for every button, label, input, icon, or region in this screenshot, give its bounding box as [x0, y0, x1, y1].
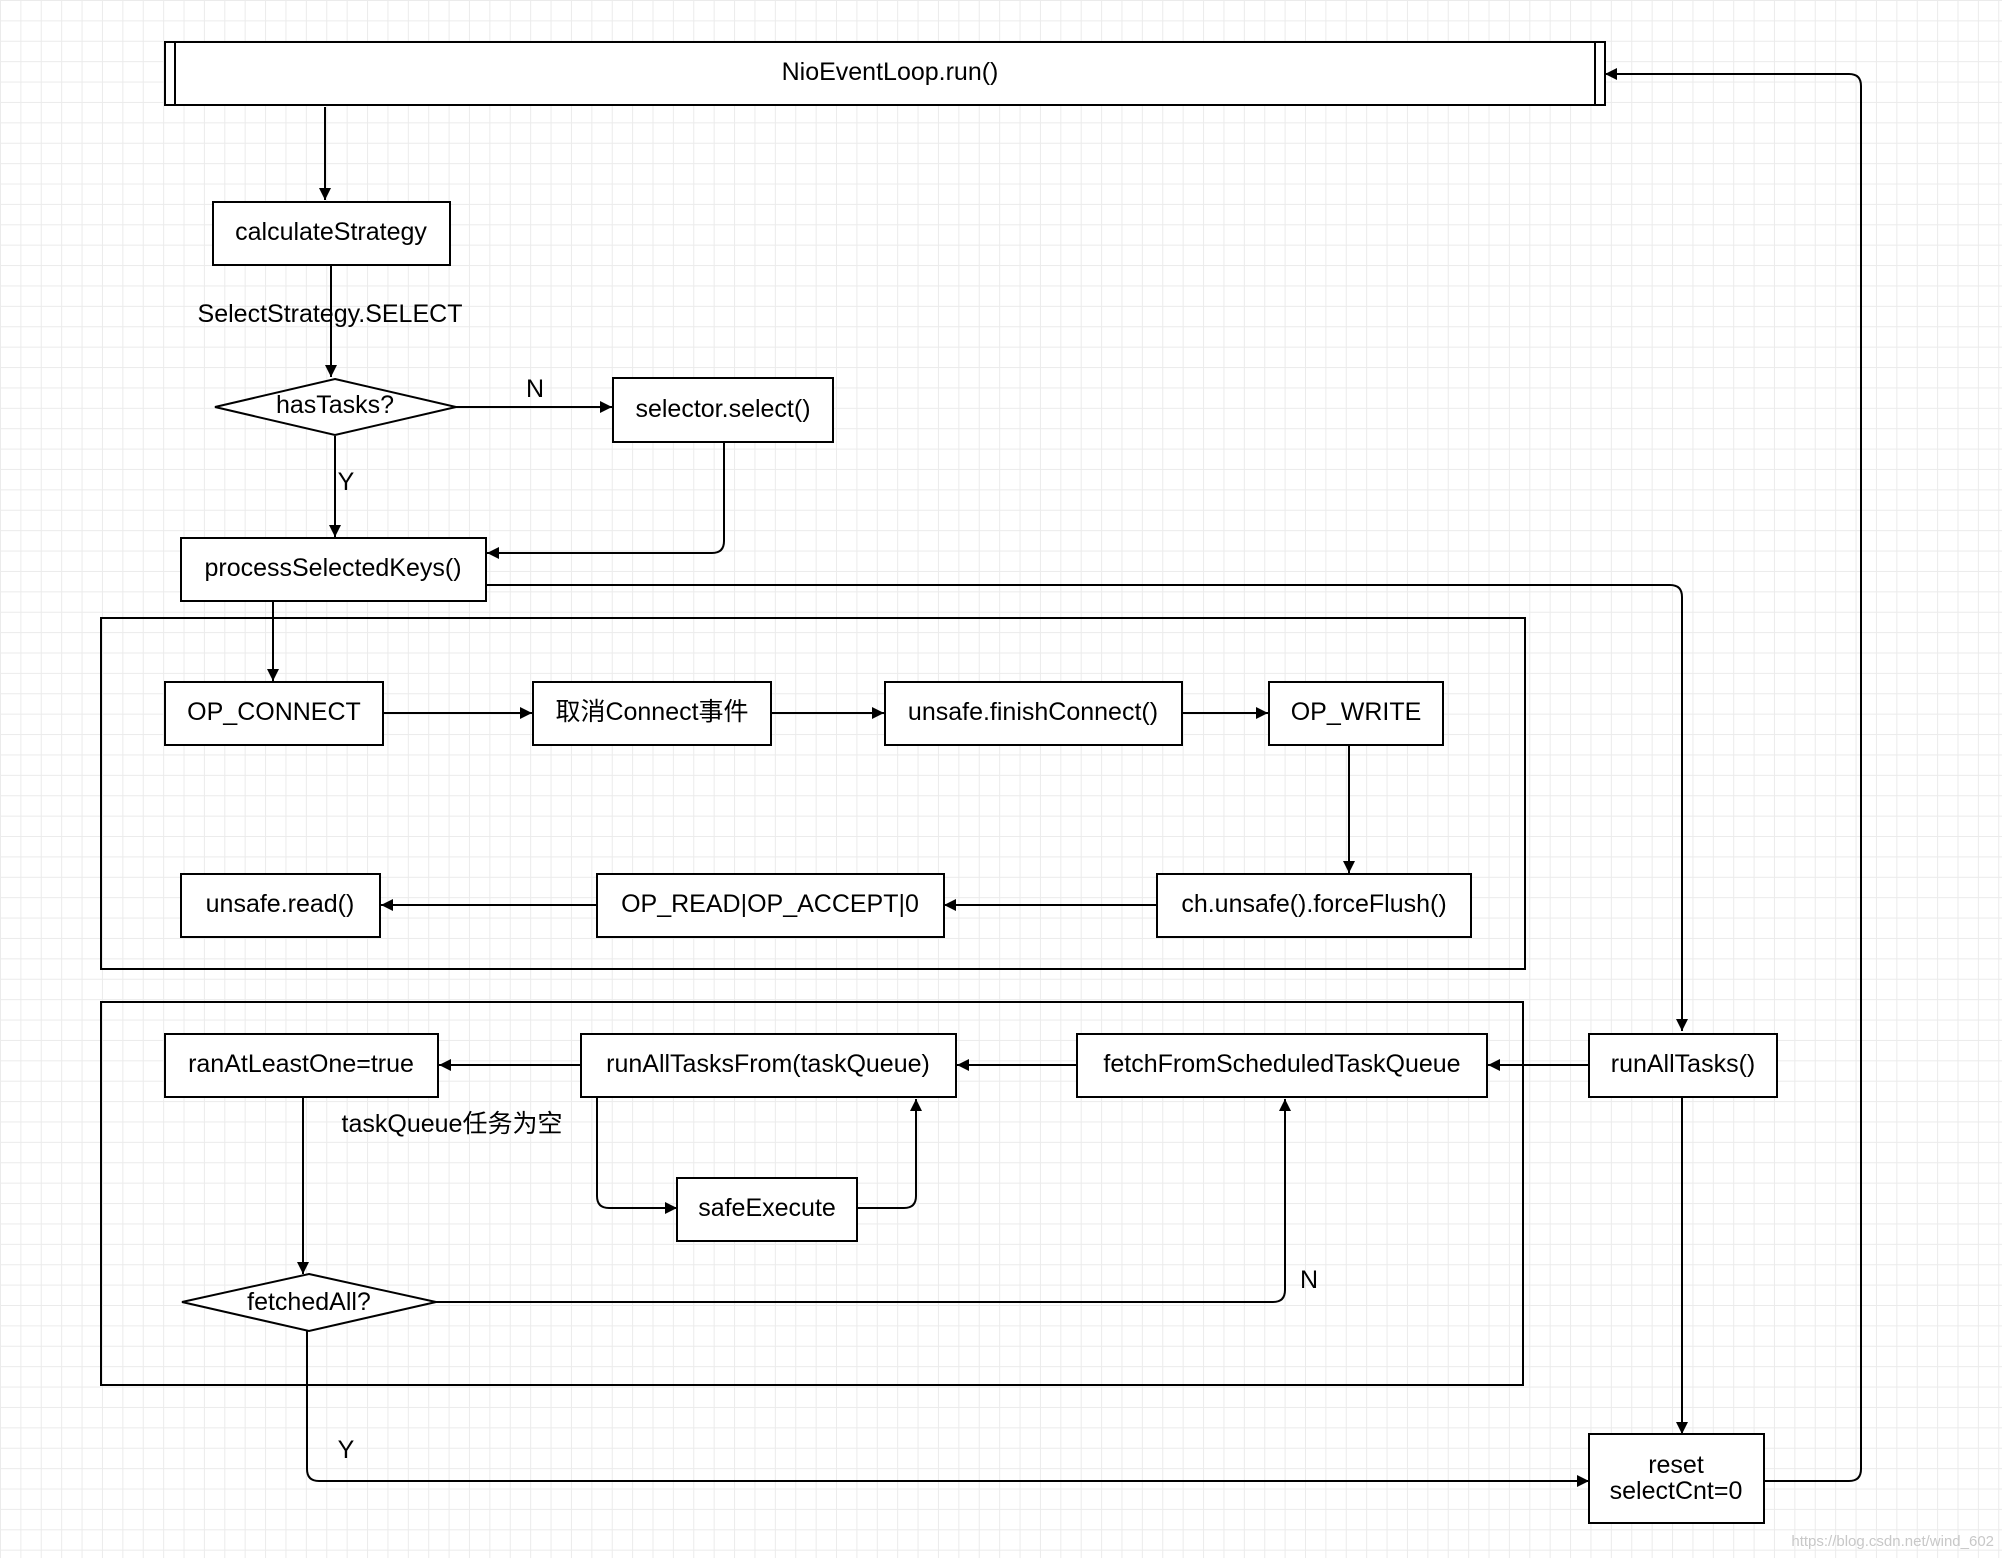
node-run-all-tasks-from: runAllTasksFrom(taskQueue)	[580, 1033, 957, 1098]
edge-label-has-tasks-yes: Y	[338, 468, 355, 496]
node-unsafe-read: unsafe.read()	[180, 873, 381, 938]
node-has-tasks-label: hasTasks?	[276, 391, 394, 419]
node-calculate-strategy: calculateStrategy	[212, 201, 451, 266]
edge-label-has-tasks-no: N	[526, 375, 544, 403]
node-op-write: OP_WRITE	[1268, 681, 1444, 746]
edge-label-select-strategy: SelectStrategy.SELECT	[198, 300, 463, 328]
node-fetch-scheduled: fetchFromScheduledTaskQueue	[1076, 1033, 1488, 1098]
node-reset-label-line2: selectCnt=0	[1610, 1477, 1743, 1505]
node-op-read-accept: OP_READ|OP_ACCEPT|0	[596, 873, 945, 938]
edge-label-fetched-all-yes: Y	[338, 1436, 355, 1464]
node-ran-at-least-one-label: ranAtLeastOne=true	[188, 1050, 414, 1078]
node-ran-at-least-one: ranAtLeastOne=true	[164, 1033, 439, 1098]
edge-reset-to-run	[1605, 68, 1862, 1482]
node-op-connect-label: OP_CONNECT	[187, 698, 361, 726]
node-process-selected-keys-label: processSelectedKeys()	[204, 554, 461, 582]
edges	[267, 68, 1862, 1487]
edge-label-fetched-all-no: N	[1300, 1266, 1318, 1294]
node-op-connect: OP_CONNECT	[164, 681, 384, 746]
node-reset-label-line1: reset	[1648, 1451, 1704, 1479]
node-finish-connect: unsafe.finishConnect()	[884, 681, 1183, 746]
node-fetched-all-label: fetchedAll?	[247, 1288, 371, 1316]
node-nioeventloop-run-label: NioEventLoop.run()	[782, 58, 999, 86]
node-run-all-tasks-from-label: runAllTasksFrom(taskQueue)	[606, 1050, 930, 1078]
node-nioeventloop-run: NioEventLoop.run()	[164, 41, 1606, 106]
node-unsafe-read-label: unsafe.read()	[206, 890, 355, 918]
process-keys-group	[100, 617, 1526, 970]
node-force-flush: ch.unsafe().forceFlush()	[1156, 873, 1472, 938]
node-selector-select: selector.select()	[612, 377, 834, 443]
node-has-tasks: hasTasks?	[214, 377, 457, 437]
node-cancel-connect-label: 取消Connect事件	[555, 698, 748, 726]
node-process-selected-keys: processSelectedKeys()	[180, 537, 487, 602]
edge-select-to-process	[487, 443, 725, 559]
edge-process-to-runalltasks	[487, 584, 1688, 1031]
node-finish-connect-label: unsafe.finishConnect()	[908, 698, 1158, 726]
node-calculate-strategy-label: calculateStrategy	[235, 218, 427, 246]
edge-label-task-queue-empty: taskQueue任务为空	[342, 1110, 563, 1138]
run-all-tasks-group	[100, 1001, 1524, 1386]
node-reset-select-cnt: reset selectCnt=0	[1588, 1433, 1765, 1524]
edge-runalltasksfrom-to-safeexecute	[596, 1097, 677, 1214]
node-safe-execute: safeExecute	[676, 1177, 858, 1242]
node-selector-select-label: selector.select()	[635, 395, 810, 423]
node-op-write-label: OP_WRITE	[1291, 698, 1422, 726]
edge-fetchedall-no-to-fetch	[436, 1099, 1291, 1303]
edge-safeexecute-to-runalltasksfrom	[858, 1099, 922, 1209]
node-fetch-scheduled-label: fetchFromScheduledTaskQueue	[1103, 1050, 1460, 1078]
node-run-all-tasks-label: runAllTasks()	[1611, 1050, 1755, 1078]
edge-fetchedall-yes-to-reset	[306, 1331, 1589, 1487]
node-run-all-tasks: runAllTasks()	[1588, 1033, 1778, 1098]
node-cancel-connect: 取消Connect事件	[532, 681, 772, 746]
node-force-flush-label: ch.unsafe().forceFlush()	[1181, 890, 1446, 918]
node-op-read-accept-label: OP_READ|OP_ACCEPT|0	[621, 890, 919, 918]
watermark-text: https://blog.csdn.net/wind_602	[1791, 1533, 1994, 1550]
node-fetched-all: fetchedAll?	[181, 1272, 437, 1333]
node-safe-execute-label: safeExecute	[698, 1194, 836, 1222]
